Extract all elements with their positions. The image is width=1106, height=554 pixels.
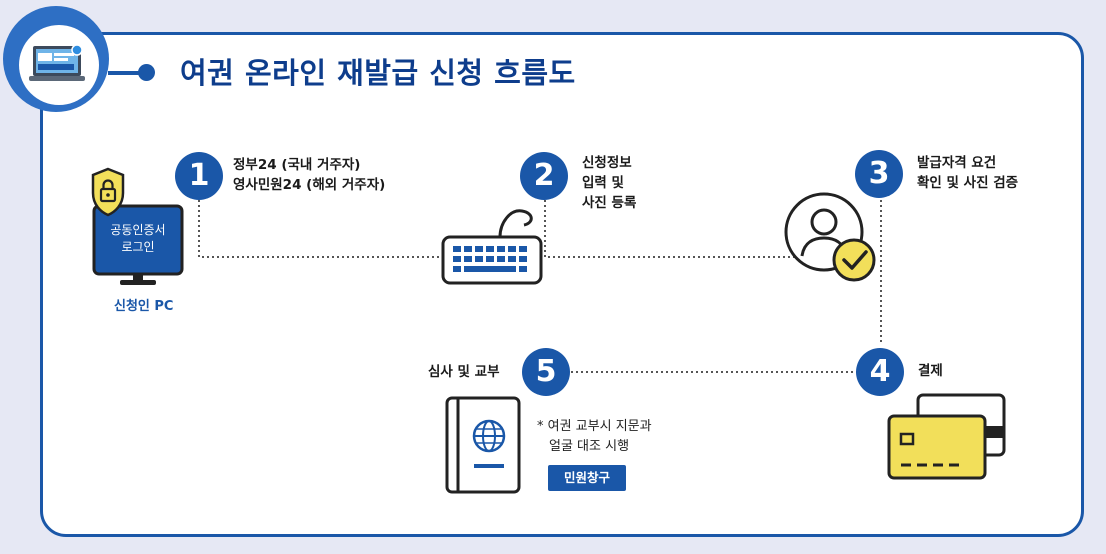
page-title: 여권 온라인 재발급 신청 흐름도: [180, 56, 576, 90]
monitor-icon: [92, 204, 184, 285]
step-4-number: 4: [856, 348, 904, 396]
step-2-number: 2: [520, 152, 568, 200]
step-1-label: 정부24 (국내 거주자) 영사민원24 (해외 거주자): [233, 157, 386, 193]
step-5-number: 5: [522, 348, 570, 396]
title-dot: [138, 64, 155, 81]
civil-service-window-badge: 민원창구: [548, 465, 626, 491]
step-4-label: 결제: [918, 363, 943, 379]
user-check-icon: [784, 192, 876, 282]
pc-caption: 신청인 PC: [114, 299, 174, 314]
credit-card-icon: [887, 393, 1006, 480]
step-3-number: 3: [855, 150, 903, 198]
fingerprint-note: * 여권 교부시 지문과 얼굴 대조 시행: [537, 419, 652, 454]
step-1-number: 1: [175, 152, 223, 200]
passport-icon: [445, 396, 521, 494]
step-2-label: 신청정보 입력 및 사진 등록: [582, 155, 637, 211]
lock-icon: [91, 167, 125, 217]
connector-2-3: [544, 200, 795, 258]
title-connector: [108, 71, 146, 75]
step-3-label: 발급자격 요건 확인 및 사진 검증: [917, 155, 1019, 191]
logo-badge: [3, 6, 109, 112]
connector-1-2: [198, 200, 444, 258]
pc-screen-text: 공동인증서 로그인: [110, 223, 166, 254]
step-5-label: 심사 및 교부: [428, 364, 500, 380]
keyboard-icon: [441, 209, 543, 285]
laptop-icon: [29, 44, 85, 81]
